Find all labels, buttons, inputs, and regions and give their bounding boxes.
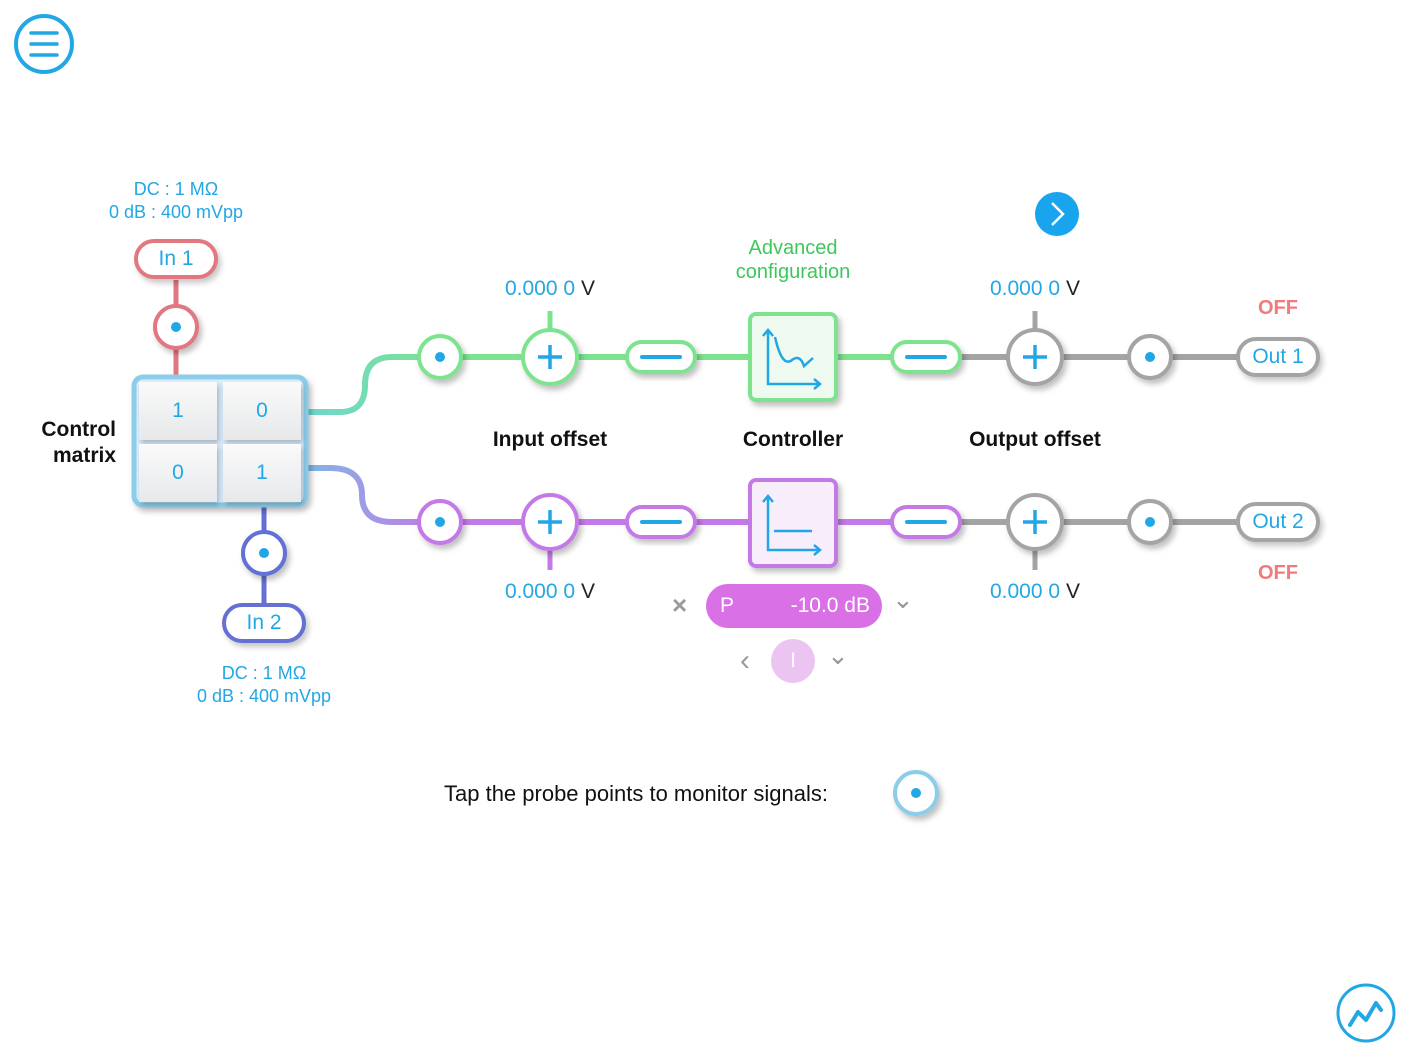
matrix-cell-1-2[interactable]: 0 [223,382,301,440]
probe-ch2-output[interactable] [1127,499,1173,545]
probe-ch1-input[interactable] [417,334,463,380]
probe-ch1-output[interactable] [1127,334,1173,380]
minus-icon[interactable] [890,505,962,539]
minus-icon[interactable] [625,505,697,539]
in1-info: DC : 1 MΩ 0 dB : 400 mVpp [100,178,252,224]
transfer-function-icon [762,328,822,390]
control-matrix-label: Control matrix [41,418,116,467]
controller-label: Controller [742,428,844,451]
controller-ch1[interactable] [748,312,838,402]
probe-sample-icon [893,770,939,816]
scope-button[interactable] [1336,983,1396,1043]
probe-hint-text: Tap the probe points to monitor signals: [444,781,829,806]
plus-icon[interactable] [1006,493,1064,551]
probe-in2[interactable] [241,530,287,576]
plus-icon[interactable] [521,493,579,551]
in1-button[interactable]: In 1 [134,239,218,279]
transfer-function-icon [762,494,822,556]
in2-coupling: DC : 1 MΩ [221,663,307,683]
out2-button[interactable]: Out 2 [1236,502,1320,542]
plus-icon[interactable] [521,328,579,386]
close-icon[interactable]: × [672,590,688,620]
matrix-cell-2-1[interactable]: 0 [139,444,217,502]
minus-icon[interactable] [890,340,962,374]
in1-range: 0 dB : 400 mVpp [108,202,244,222]
hamburger-menu-icon [29,31,59,57]
advanced-configuration-link[interactable]: Advanced configuration [735,237,851,283]
matrix-cell-2-2[interactable]: 1 [223,444,301,502]
oscilloscope-icon [1348,1001,1383,1027]
integrator-label: I [790,649,796,672]
in2-range: 0 dB : 400 mVpp [196,686,332,706]
proportional-gain-control[interactable]: P -10.0 dB [706,584,882,628]
out2-state: OFF [1258,562,1298,584]
in1-coupling: DC : 1 MΩ [133,179,219,199]
probe-in1[interactable] [153,304,199,350]
chevron-left-icon[interactable]: ‹ [740,644,750,677]
in2-info: DC : 1 MΩ 0 dB : 400 mVpp [188,662,340,708]
out1-state: OFF [1258,297,1298,319]
gain-param-label: P [720,594,735,617]
input-offset-label: Input offset [492,428,608,451]
chevron-down-icon[interactable]: ⌄ [827,640,849,670]
in2-button[interactable]: In 2 [222,603,306,643]
gain-value: -10.0 dB [790,594,870,617]
menu-button[interactable] [14,14,74,74]
chevron-down-icon[interactable]: ⌄ [892,584,914,614]
output-offset-label: Output offset [969,428,1101,451]
matrix-cell-1-1[interactable]: 1 [139,382,217,440]
minus-icon[interactable] [625,340,697,374]
probe-ch2-input[interactable] [417,499,463,545]
out1-button[interactable]: Out 1 [1236,337,1320,377]
integrator-button[interactable] [771,639,815,683]
next-button[interactable] [1035,192,1079,236]
chevron-right-icon [1051,202,1065,226]
controller-ch2[interactable] [748,478,838,568]
plus-icon[interactable] [1006,328,1064,386]
